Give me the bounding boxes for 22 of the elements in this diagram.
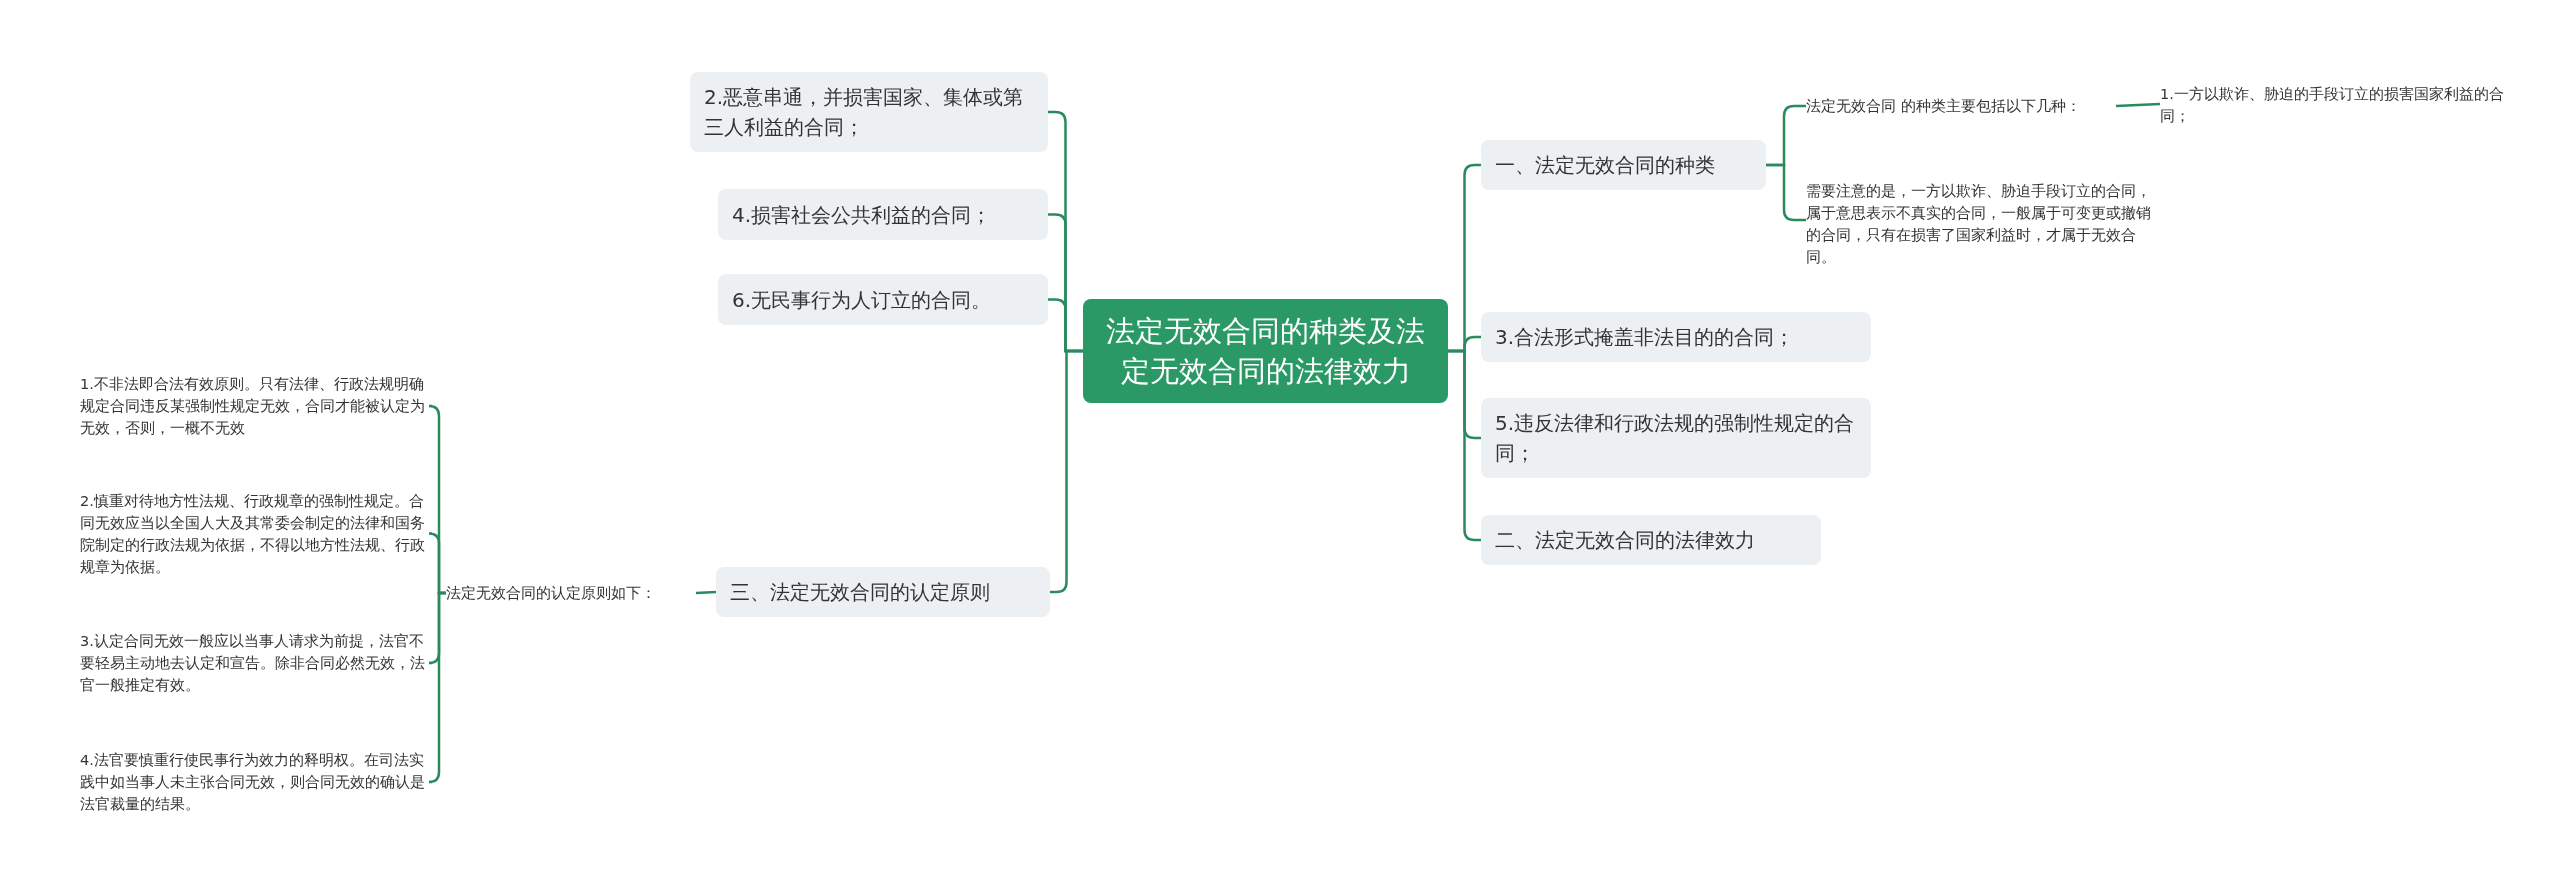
text-label: 1.不非法即合法有效原则。只有法律、行政法规明确规定合同违反某强制性规定无效，合同才能被认定为无效，否则，一概不无效 bbox=[80, 370, 432, 442]
topic-box: 3.合法形式掩盖非法目的的合同； bbox=[1481, 312, 1871, 362]
topic-box: 三、法定无效合同的认定原则 bbox=[716, 567, 1050, 617]
connector-line bbox=[1050, 349, 1083, 594]
text-label: 2.慎重对待地方性法规、行政规章的强制性规定。合同无效应当以全国人大及其常委会制定的法律和国务院制定的行政法规为依据，不得以地方性法规、行政规章为依据。 bbox=[80, 486, 432, 581]
text-label: 法定无效合同的认定原则如下： bbox=[446, 580, 696, 606]
topic-box: 2.恶意串通，并损害国家、集体或第三人利益的合同； bbox=[690, 72, 1048, 152]
connector-line bbox=[695, 590, 717, 595]
topic-box: 5.违反法律和行政法规的强制性规定的合同； bbox=[1481, 398, 1871, 478]
connector-line bbox=[2115, 102, 2161, 108]
text-label: 4.法官要慎重行使民事行为效力的释明权。在司法实践中如当事人未主张合同无效，则合同无效的确认是法官裁量的结果。 bbox=[80, 746, 432, 818]
topic-box: 二、法定无效合同的法律效力 bbox=[1481, 515, 1821, 565]
text-label: 需要注意的是，一方以欺诈、胁迫手段订立的合同，属于意思表示不真实的合同，一般属于可变更或撤销的合同，只有在损害了国家利益时，才属于无效合同。 bbox=[1806, 178, 2156, 270]
central-topic-box: 法定无效合同的种类及法定无效合同的法律效力 bbox=[1083, 299, 1448, 403]
connector-line bbox=[427, 591, 446, 784]
text-label: 法定无效合同 的种类主要包括以下几种： bbox=[1806, 94, 2116, 118]
connector-line bbox=[1448, 349, 1481, 542]
topic-box: 4.损害社会公共利益的合同； bbox=[718, 189, 1048, 240]
topic-box: 一、法定无效合同的种类 bbox=[1481, 140, 1766, 190]
text-label: 3.认定合同无效一般应以当事人请求为前提，法官不要轻易主动地去认定和宣告。除非合同必然无效，法官一般推定有效。 bbox=[80, 627, 432, 699]
topic-box: 6.无民事行为人订立的合同。 bbox=[718, 274, 1048, 325]
text-label: 1.一方以欺诈、胁迫的手段订立的损害国家利益的合同； bbox=[2160, 82, 2520, 128]
